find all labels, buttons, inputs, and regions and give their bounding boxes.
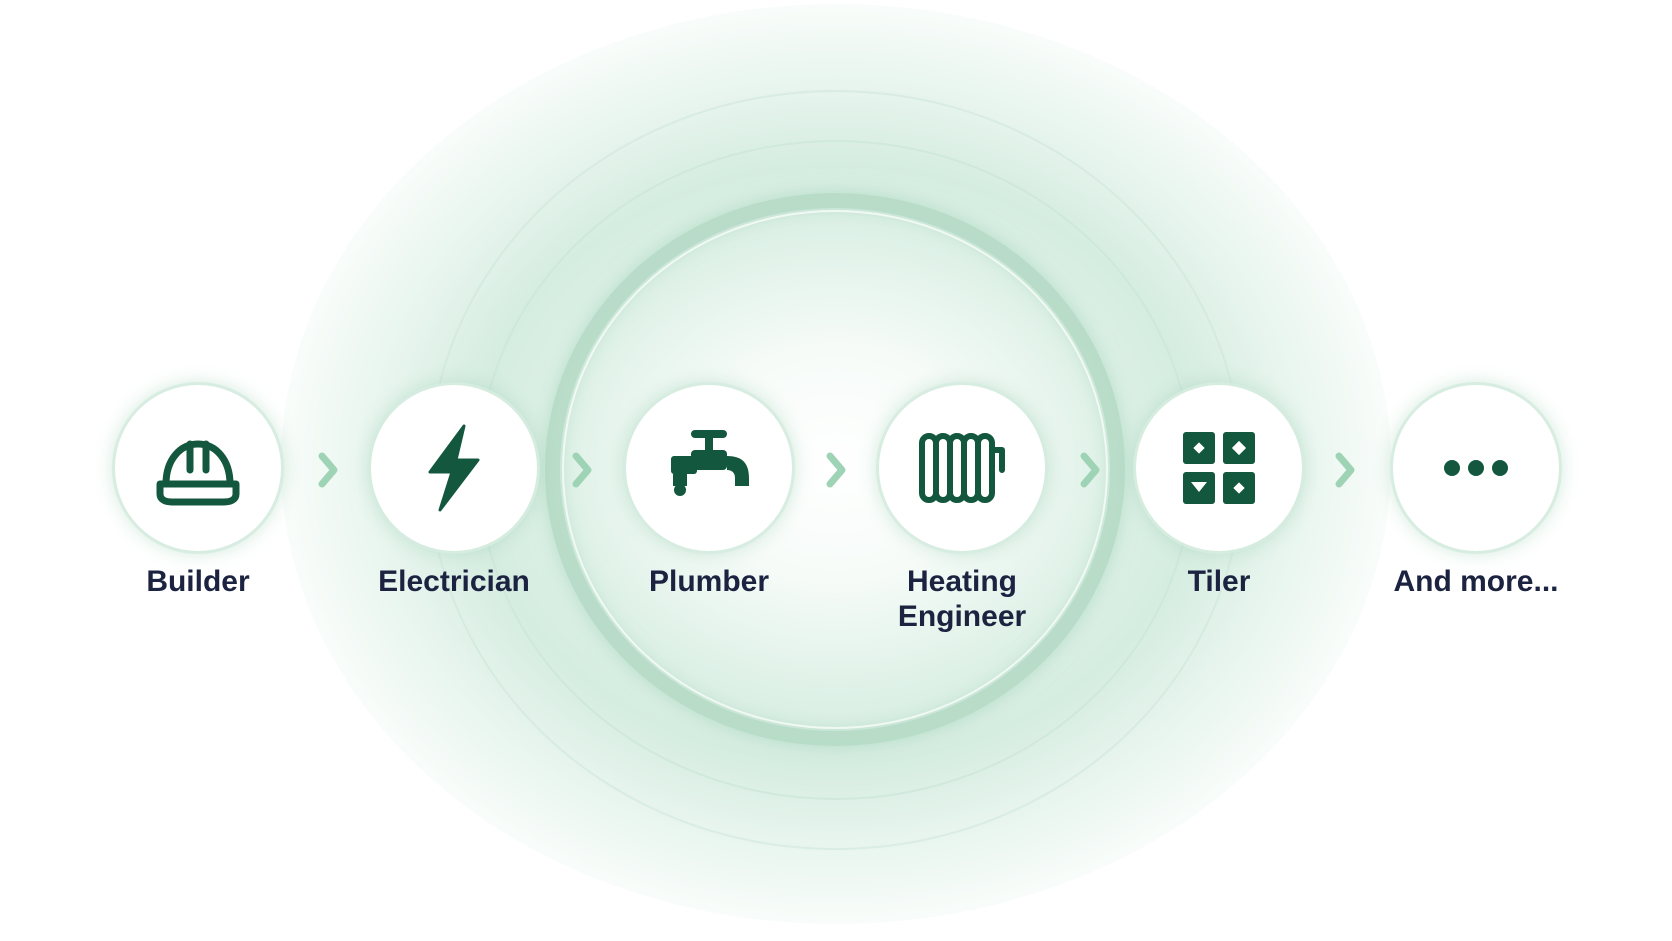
chevron-right-icon [826,452,846,488]
tiles-icon [1183,432,1255,504]
step-and-more: And more... [1356,385,1596,599]
step-label: Electrician [378,565,530,598]
step-label: Builder [146,565,250,598]
step-heating-engineer: Heating Engineer [842,385,1082,634]
step-builder: Builder [78,385,318,599]
hard-hat-icon [156,440,240,506]
ellipsis-icon [1444,460,1508,476]
step-circle [1393,385,1559,551]
step-label: Heating Engineer [897,565,1027,633]
step-circle [879,385,1045,551]
tap-icon [671,430,749,496]
radiator-icon [919,433,1005,503]
step-circle [115,385,281,551]
step-circle [626,385,792,551]
chevron-right-icon [318,452,338,488]
step-label: Tiler [1187,565,1251,598]
lightning-bolt-icon [428,424,480,512]
step-plumber: Plumber [589,385,829,599]
chevron-right-icon [572,452,592,488]
decorative-ring-highlight [562,210,1108,729]
step-electrician: Electrician [334,385,574,599]
chevron-right-icon [1080,452,1100,488]
chevron-right-icon [1335,452,1355,488]
step-label: And more... [1393,565,1559,598]
step-circle [1136,385,1302,551]
step-label: Plumber [648,565,770,598]
step-tiler: Tiler [1099,385,1339,599]
step-circle [371,385,537,551]
